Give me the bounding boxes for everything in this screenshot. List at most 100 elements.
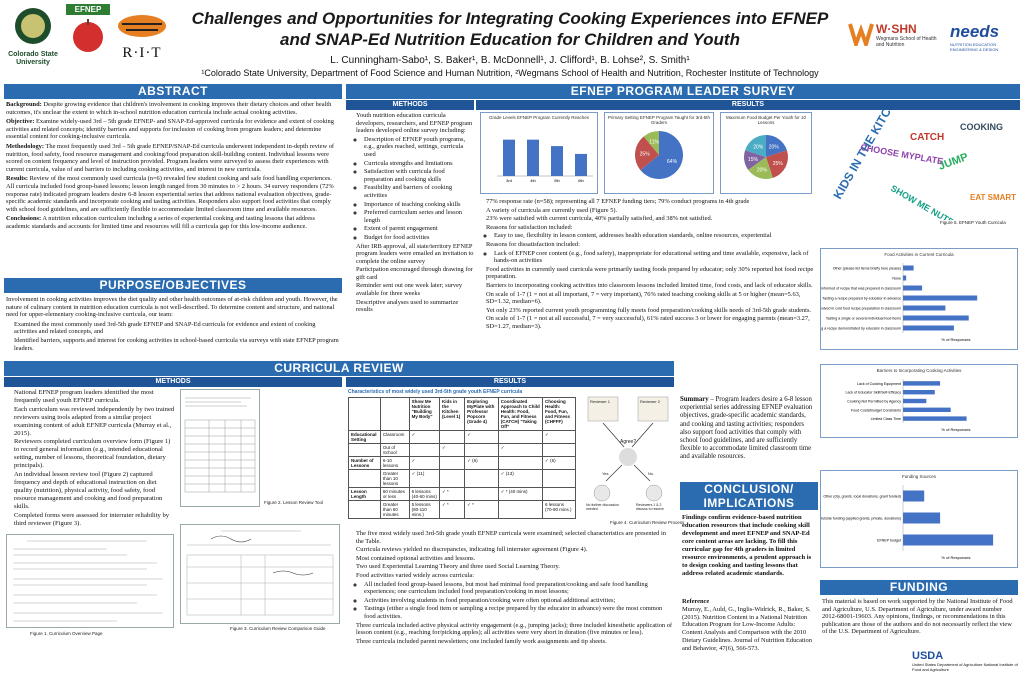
- list-item: Reviewers completed curriculum overview …: [14, 438, 176, 470]
- pie-slice: [745, 135, 766, 157]
- primary-setting-pie: 64%25%11%: [635, 131, 683, 179]
- list-item: Youth nutrition education curricula deve…: [356, 112, 474, 135]
- cloud-word: CATCH: [910, 132, 944, 143]
- bar: [575, 153, 587, 176]
- c1-title: Food Activities in Current Curricula: [884, 252, 954, 257]
- c3-title: Funding Sources: [901, 474, 937, 479]
- axis-label: % of Responses: [941, 427, 970, 432]
- list-item: Tastings (either a single food item or s…: [364, 605, 674, 620]
- table-cell: [542, 443, 576, 457]
- table-cell: ✓ (6): [464, 456, 499, 470]
- list-item: On scale of 1-7 (1 = not at all importan…: [486, 291, 816, 306]
- pie-slice: [640, 131, 683, 179]
- table-cell: ✓ *: [438, 487, 466, 501]
- c2-title: Barriers to Incorporating Cooking Activi…: [876, 368, 962, 373]
- table-cell: ✓ *: [438, 500, 466, 519]
- agree-label: Agree?: [620, 439, 637, 445]
- table-cell: [348, 443, 381, 457]
- curricula-results-body: The five most widely used 3rd-5th grade …: [348, 530, 674, 680]
- chart2-title: Primary Setting EFNEP Program Taught for…: [607, 115, 711, 125]
- affiliations: ¹Colorado State University, Department o…: [201, 68, 819, 78]
- table-cell: ✓: [438, 443, 466, 457]
- abstract-conclusions: Conclusions: A nutrition education curri…: [6, 215, 316, 230]
- tick-label: 5th: [554, 178, 560, 183]
- comparison-form-graphic: [186, 530, 334, 616]
- row-label: Students involved in cold food recipe pr…: [821, 307, 901, 311]
- review-flow-graphic: [587, 396, 669, 502]
- abstract-results: Results: Review of the most commonly use…: [6, 175, 334, 213]
- poster-header: Colorado State University EFNEP R·I·T Ch…: [0, 0, 1024, 100]
- table-cell: 60 minutes or less: [379, 487, 410, 501]
- table-title: Characteristics of most widely used 3rd-…: [348, 389, 523, 395]
- table-header-cell: [348, 397, 381, 431]
- list-item: Preferred curriculum series and lesson l…: [364, 209, 474, 224]
- barriers-chart: Barriers to Incorporating Cooking Activi…: [820, 364, 1018, 438]
- table-row: Greater than 10 lessons✓ (11)✓ (13): [348, 469, 576, 488]
- bar: [903, 398, 927, 404]
- figure-1-caption: Figure 1. Curriculum Overview Page: [30, 631, 103, 636]
- pie-slice: [643, 131, 659, 155]
- table-cell: [497, 500, 544, 519]
- table-cell: ✓ * (40 mins): [497, 487, 544, 501]
- tick-label: 3rd: [506, 178, 512, 183]
- bar: [503, 139, 515, 176]
- list-item: Three curricula included parent newslett…: [356, 638, 674, 646]
- row-label: Lack of Educator Skill/Self-Efficacy: [846, 391, 902, 395]
- list-item: 23% were satisfied with current curricul…: [486, 215, 816, 223]
- table-cell: Out of School: [379, 443, 410, 457]
- list-item: All included food group-based lessons, b…: [364, 581, 674, 596]
- pie-slice: [635, 136, 659, 171]
- list-item: Reasons for satisfaction included:: [486, 224, 816, 232]
- title-line-2: and SNAP-Ed Nutrition Education for Chil…: [280, 30, 740, 49]
- tiger-icon: [118, 15, 166, 37]
- table-cell: [464, 469, 499, 488]
- purpose-heading: PURPOSE/OBJECTIVES: [4, 278, 342, 293]
- list-item: Importance of teaching cooking skills: [364, 201, 474, 209]
- bar: [903, 295, 978, 301]
- table-cell: ✓: [464, 430, 499, 444]
- list-item: Three curricula included active physical…: [356, 622, 674, 637]
- bar: [903, 534, 994, 546]
- review-process-diagram: Reviewer 1 Reviewer 2 Agree? Yes No No f…: [584, 395, 674, 517]
- grade-levels-chart: Grade Levels EFNEP Program Currently Rea…: [480, 112, 598, 194]
- table-cell: [438, 469, 466, 488]
- curriculum-overview-image: [6, 534, 174, 628]
- table-cell: [542, 469, 576, 488]
- bar: [903, 305, 946, 311]
- no-label: No: [648, 471, 654, 476]
- purpose-intro: Involvement in cooking activities improv…: [6, 296, 338, 319]
- tick-label: 6th: [578, 178, 584, 183]
- list-item: Lack of EFNEP core content (e.g., food s…: [494, 250, 816, 265]
- list-item: National EFNEP program leaders identifie…: [14, 389, 176, 405]
- bar: [903, 390, 935, 395]
- row-label: Tasting a recipe demonstrated by educato…: [821, 327, 901, 331]
- survey-results-body: 77% response rate (n=58); representing a…: [478, 198, 816, 358]
- title-line-1: Challenges and Opportunities for Integra…: [191, 9, 829, 28]
- bar: [551, 146, 563, 176]
- bar: [903, 315, 969, 321]
- table-header-cell: Kids in the Kitchen (Level 1): [438, 397, 466, 431]
- form-lines-graphic: [184, 397, 256, 493]
- bar: [527, 139, 539, 176]
- pie-slice: [748, 157, 773, 179]
- curricula-methods-list: National EFNEP program leaders identifie…: [6, 389, 176, 527]
- table-cell: [348, 500, 381, 519]
- table-cell: ✓ (6): [542, 456, 576, 470]
- survey-heading: EFNEP PROGRAM LEADER SURVEY: [346, 84, 1020, 99]
- csu-ram-icon: [15, 8, 51, 44]
- table-cell: ✓ *: [464, 500, 499, 519]
- funding-sources-chart: Funding Sources Other (city, grants, loc…: [819, 470, 1018, 568]
- summary-text: – Program leaders desire a 6-8 lesson ex…: [680, 396, 813, 461]
- table-cell: Greater than 60 minutes: [379, 500, 410, 519]
- list-item: Most contained optional activities and l…: [356, 555, 674, 563]
- row-label: Cooking Not Permitted by Agency: [847, 400, 901, 404]
- table-cell: ✓ (13): [497, 469, 544, 488]
- table-cell: [408, 443, 441, 457]
- figure-2-caption: Figure 2. Lesson Review Tool: [264, 500, 323, 505]
- funding-text: This material is based on work supported…: [822, 598, 1013, 636]
- conclusion-heading: CONCLUSION/ IMPLICATIONS: [680, 482, 818, 510]
- row-label: Food Costs/Budget Constraints: [851, 408, 901, 412]
- bar: [903, 285, 923, 291]
- list-item: 77% response rate (n=58); representing a…: [486, 198, 816, 206]
